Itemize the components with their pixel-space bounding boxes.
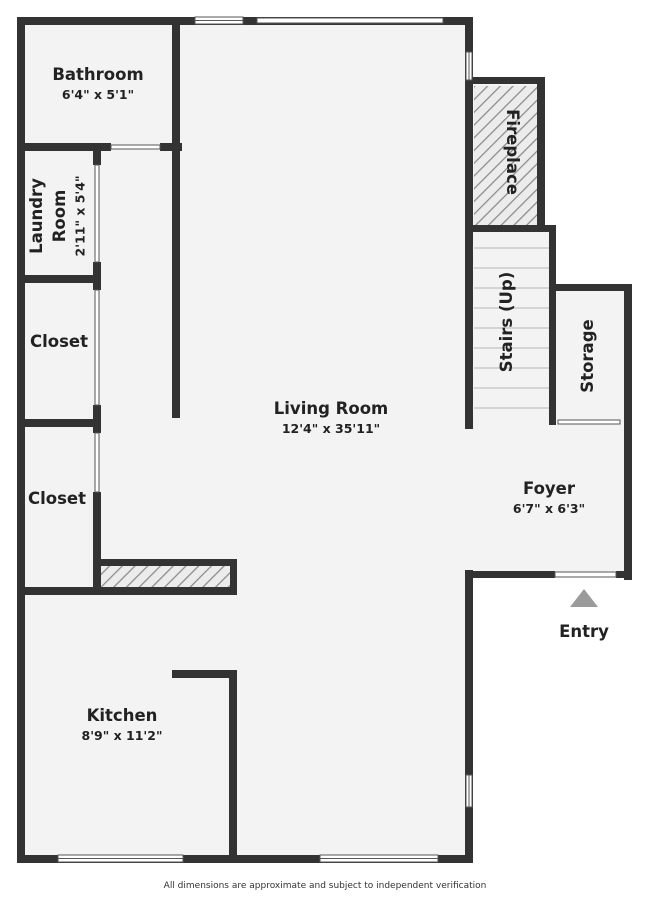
wall [17,17,25,861]
wall [230,559,237,595]
foyer-name: Foyer [523,479,576,498]
closet-upper-name: Closet [30,332,88,351]
wall [172,670,237,678]
living-room-name: Living Room [274,399,388,418]
wall [465,570,473,863]
laundry-name-line2: Room [50,190,69,243]
door-opening [94,289,100,406]
kitchen-counter [101,566,231,587]
wall [17,855,473,863]
fireplace-hearth [474,86,537,225]
wall [93,492,101,592]
bathroom-name: Bathroom [52,65,143,84]
closet-lower-name: Closet [28,489,86,508]
wall [465,77,545,84]
wall [465,17,473,429]
bathroom-dims: 6'4" x 5'1" [62,87,134,102]
disclaimer-text: All dimensions are approximate and subje… [163,881,487,891]
entry-label: Entry [559,622,609,641]
laundry-dims: 2'11" x 5'4" [73,176,88,257]
wall [616,571,632,578]
living-room-dims: 12'4" x 35'11" [282,421,380,436]
wall [17,419,101,427]
wall [17,17,473,25]
wall [465,571,555,578]
wall [172,143,180,418]
storage-name: Storage [578,319,597,392]
door-opening [557,419,621,425]
wall [17,587,237,595]
wall [160,143,182,151]
wall [17,143,111,151]
stairs-name: Stairs (Up) [497,272,516,373]
wall [229,670,237,863]
wall [549,225,556,425]
fireplace-name: Fireplace [503,109,522,195]
entry-door [554,571,617,578]
door-opening [110,144,161,150]
wall [17,275,101,283]
windows [57,16,621,863]
wall [93,143,101,165]
window [256,17,444,24]
wall [537,77,545,229]
wall [465,225,556,232]
foyer-dims: 6'7" x 6'3" [513,501,585,516]
kitchen-name: Kitchen [87,706,158,725]
wall [93,559,237,566]
walls [17,17,632,863]
kitchen-dims: 8'9" x 11'2" [82,728,163,743]
room-labels: Bathroom 6'4" x 5'1" Laundry Room 2'11" … [27,65,609,743]
wall [549,284,632,291]
wall [172,17,180,151]
wall [624,284,632,580]
stairs-treads [474,247,549,409]
entry-arrow-icon [570,589,598,607]
door-opening [94,432,100,493]
door-opening [94,164,100,263]
laundry-name-line1: Laundry [27,178,46,254]
